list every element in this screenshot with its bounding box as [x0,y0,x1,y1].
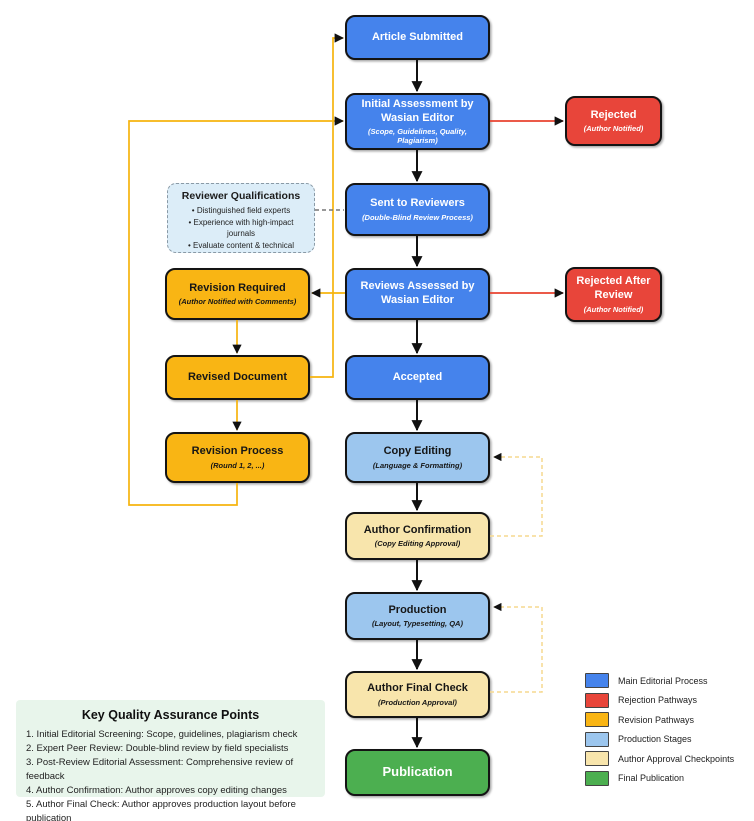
node-title: Author Confirmation [363,523,472,536]
node-rejected-after-review: Rejected After Review (Author Notified) [565,267,662,322]
node-title: Sent to Reviewers [370,197,465,210]
edge-authorconfirmation-to-copyediting-loop [490,452,543,537]
qa-item: 2. Expert Peer Review: Double-blind revi… [26,743,289,754]
legend-swatch [585,692,609,708]
node-title: Rejected After Review [576,275,651,301]
node-subtitle: (Round 1, 2, ...) [210,460,265,470]
node-title: Revised Document [187,370,288,383]
legend-item: Final Publication [585,769,753,789]
legend-label: Main Editorial Process [618,675,708,686]
node-reviews-assessed: Reviews Assessed by Wasian Editor [345,268,490,320]
node-subtitle: (Layout, Typesetting, QA) [372,619,463,629]
legend-swatch [585,751,609,767]
node-title: Reviews Assessed by Wasian Editor [360,280,475,306]
note-bullet: • Evaluate content & technical [188,240,294,250]
note-bullet: • Distinguished field experts [191,206,291,215]
legend-label: Rejection Pathways [618,695,698,706]
node-subtitle: (Author Notified) [583,304,644,314]
legend-item: Revision Pathways [585,710,753,730]
node-title: Revision Process [191,445,284,458]
edge-finalcheck-to-production-loop [490,602,543,693]
node-subtitle: (Author Notified with Comments) [178,297,297,307]
node-article-submitted: Article Submitted [345,15,490,60]
legend-item: Main Editorial Process [585,671,753,691]
node-title: Article Submitted [371,30,464,43]
node-title: Copy Editing [383,445,452,458]
node-subtitle: (Language & Formatting) [372,460,463,470]
legend-swatch [585,731,609,747]
legend-label: Author Approval Checkpoints [618,753,735,764]
legend-swatch [585,770,609,786]
legend-swatch [585,712,609,728]
node-revision-process: Revision Process (Round 1, 2, ...) [165,432,310,483]
node-subtitle: (Scope, Guidelines, Quality, Plagiarism) [368,127,467,146]
node-production: Production (Layout, Typesetting, QA) [345,592,490,640]
node-publication: Publication [345,749,490,796]
node-sent-to-reviewers: Sent to Reviewers (Double-Blind Review P… [345,183,490,236]
node-title: Initial Assessment by Wasian Editor [361,97,474,124]
node-title: Revision Required [189,281,286,294]
qa-item: 3. Post-Review Editorial Assessment: Com… [26,757,294,782]
legend-item: Rejection Pathways [585,691,753,711]
node-title: Accepted [392,370,443,383]
node-author-final-check: Author Final Check (Production Approval) [345,671,490,718]
qa-item: 1. Initial Editorial Screening: Scope, g… [26,729,298,740]
node-copy-editing: Copy Editing (Language & Formatting) [345,432,490,483]
qa-item: 4. Author Confirmation: Author approves … [26,785,287,796]
node-revision-required: Revision Required (Author Notified with … [165,268,310,320]
node-subtitle: (Double-Blind Review Process) [362,212,473,222]
node-title: Author Final Check [367,682,468,695]
node-author-confirmation: Author Confirmation (Copy Editing Approv… [345,512,490,560]
node-subtitle: (Production Approval) [378,697,457,707]
reviewer-qualifications-note: Reviewer Qualifications • Distinguished … [167,183,315,253]
legend-item: Production Stages [585,730,753,750]
node-title: Rejected [590,108,637,121]
node-rejected: Rejected (Author Notified) [565,96,662,146]
node-title: Production [388,603,447,616]
qa-panel-title: Key Quality Assurance Points [81,708,260,722]
node-subtitle: (Author Notified) [583,124,644,134]
legend: Main Editorial Process Rejection Pathway… [585,671,753,788]
qa-panel: Key Quality Assurance Points 1. Initial … [16,700,325,821]
node-title: Publication [382,764,453,780]
legend-swatch [585,673,609,689]
legend-label: Final Publication [618,773,685,784]
qa-item: 5. Author Final Check: Author approves p… [26,799,296,821]
node-initial-assessment: Initial Assessment by Wasian Editor (Sco… [345,93,490,150]
node-revised-document: Revised Document [165,355,310,400]
note-bullet: • Experience with high-impact journals [188,217,294,239]
node-accepted: Accepted [345,355,490,400]
legend-label: Production Stages [618,734,692,745]
legend-label: Revision Pathways [618,714,695,725]
note-title: Reviewer Qualifications [181,190,301,202]
node-subtitle: (Copy Editing Approval) [374,539,461,549]
legend-item: Author Approval Checkpoints [585,749,753,769]
